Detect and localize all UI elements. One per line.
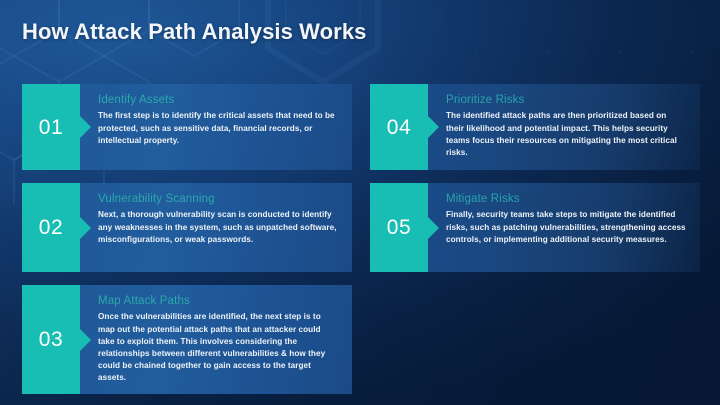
- step-number: 02: [38, 216, 64, 239]
- card-description: Next, a thorough vulnerability scan is c…: [98, 210, 337, 244]
- card-heading: Prioritize Risks: [446, 94, 525, 106]
- step-number-block: 01: [22, 84, 80, 170]
- card-heading: Map Attack Paths: [98, 295, 190, 307]
- step-number-block: 04: [370, 84, 428, 170]
- card-heading: Mitigate Risks: [446, 193, 520, 205]
- step-card-01[interactable]: 01 Identify Assets The first step is to …: [22, 84, 352, 170]
- card-content: Map Attack Paths Once the vulnerabilitie…: [80, 285, 352, 394]
- left-column: 01 Identify Assets The first step is to …: [22, 84, 352, 405]
- card-content: Vulnerability Scanning Next, a thorough …: [80, 183, 352, 272]
- card-description: The first step is to identify the critic…: [98, 111, 335, 145]
- step-number-block: 02: [22, 183, 80, 272]
- step-number-block: 05: [370, 183, 428, 272]
- step-number-block: 03: [22, 285, 80, 395]
- card-description: Finally, security teams take steps to mi…: [446, 210, 686, 244]
- right-column: 04 Prioritize Risks The identified attac…: [370, 84, 700, 285]
- card-content: Mitigate Risks Finally, security teams t…: [428, 183, 700, 272]
- card-description: The identified attack paths are then pri…: [446, 111, 677, 157]
- step-card-03[interactable]: 03 Map Attack Paths Once the vulnerabili…: [22, 285, 352, 395]
- step-card-02[interactable]: 02 Vulnerability Scanning Next, a thorou…: [22, 183, 352, 272]
- step-number: 01: [38, 115, 64, 139]
- step-number: 03: [38, 328, 64, 352]
- card-content: Identify Assets The first step is to ide…: [80, 84, 352, 170]
- card-content: Prioritize Risks The identified attack p…: [428, 84, 700, 170]
- step-card-05[interactable]: 05 Mitigate Risks Finally, security team…: [370, 183, 700, 272]
- card-heading: Vulnerability Scanning: [98, 193, 215, 205]
- step-card-04[interactable]: 04 Prioritize Risks The identified attac…: [370, 84, 700, 170]
- step-number: 05: [386, 216, 412, 239]
- card-description: Once the vulnerabilities are identified,…: [98, 312, 326, 383]
- step-number: 04: [386, 115, 412, 139]
- page-title: How Attack Path Analysis Works: [22, 19, 367, 44]
- card-heading: Identify Assets: [98, 94, 175, 106]
